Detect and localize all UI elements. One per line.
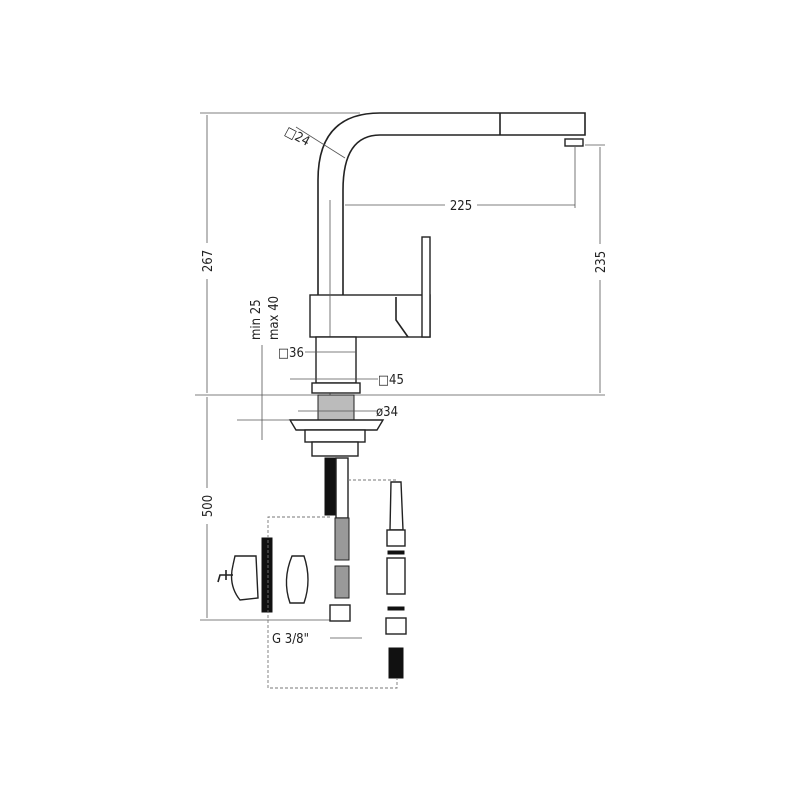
hose-connector xyxy=(329,604,351,622)
label-225: 225 xyxy=(450,199,472,214)
supply-hose-top xyxy=(335,457,349,519)
seal-ring xyxy=(387,550,405,555)
label-235: 235 xyxy=(594,251,609,273)
weight-clip xyxy=(230,555,259,601)
label-thread-diameter: ø34 xyxy=(376,405,398,420)
braided-hose-lower xyxy=(334,565,350,599)
adapter xyxy=(386,557,406,595)
lock-nut xyxy=(311,441,359,457)
weight-cap xyxy=(285,555,309,604)
connector-hose xyxy=(388,647,404,679)
spout xyxy=(317,112,586,295)
threaded-shank xyxy=(317,394,355,421)
label-267: 267 xyxy=(201,250,216,272)
clip-hook xyxy=(217,570,233,583)
label-deck-max: max 40 xyxy=(267,296,282,340)
lever-handle xyxy=(421,236,431,338)
hose-weight xyxy=(261,537,273,613)
label-connection: G 3/8" xyxy=(272,632,309,647)
pullout-hose xyxy=(324,457,336,516)
base-ring xyxy=(311,382,361,394)
seal-ring-2 xyxy=(387,606,405,611)
label-spout-section: □24 xyxy=(282,124,312,149)
label-body-section: □36 xyxy=(278,346,304,361)
fixing-nut xyxy=(304,429,366,443)
label-base-section: □45 xyxy=(378,373,404,388)
dim-line-24 xyxy=(295,126,346,159)
connector-nut xyxy=(385,617,407,635)
mounting-plate xyxy=(288,419,385,431)
quick-connect-tube xyxy=(389,481,404,531)
quick-connect-nut xyxy=(386,529,406,547)
stem xyxy=(315,336,357,384)
faucet-body xyxy=(309,294,431,338)
connection-dash-2 xyxy=(267,516,398,689)
label-deck-min: min 25 xyxy=(249,299,264,340)
body-detail xyxy=(395,297,409,338)
braided-hose xyxy=(334,517,350,561)
aerator xyxy=(564,138,584,147)
label-500: 500 xyxy=(201,495,216,517)
